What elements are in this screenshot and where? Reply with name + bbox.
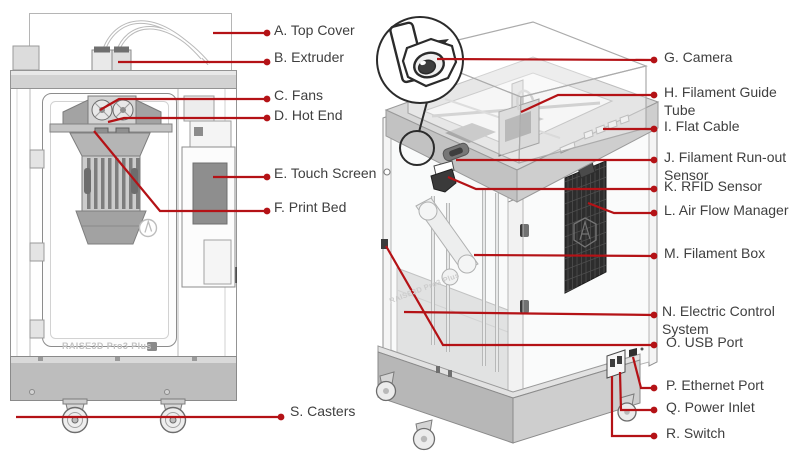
leader-dot-A: [263, 29, 271, 37]
leader-dot-O: [650, 341, 658, 349]
leader-line-R: [610, 376, 654, 438]
camera-callout: [376, 16, 464, 166]
leader-dot-B: [263, 58, 271, 66]
filament-box: [415, 197, 479, 286]
filament-tubes: [101, 20, 211, 66]
leader-dot-G: [650, 56, 658, 64]
printer-base: [10, 356, 237, 401]
usb-port: [381, 239, 388, 249]
leader-dot-C: [263, 95, 271, 103]
iso-base: [377, 345, 644, 444]
leader-line-F: [93, 130, 267, 213]
leader-line-M: [473, 253, 655, 258]
ethernet-port: [629, 348, 637, 357]
model-badge: [147, 342, 157, 351]
power-inlet: [606, 349, 626, 379]
leader-dot-I: [650, 125, 658, 133]
door-hinge: [520, 300, 529, 313]
leader-dot-L: [650, 209, 658, 217]
iso-casters: [375, 371, 637, 451]
leader-dot-R: [650, 432, 658, 440]
magnifier-source-circle: [399, 130, 435, 166]
leader-dot-F: [263, 207, 271, 215]
camera: [389, 21, 458, 88]
leader-dot-Q: [650, 406, 658, 414]
touch-screen: [192, 162, 228, 225]
door-hinge: [29, 242, 45, 262]
leader-line-P: [631, 356, 654, 390]
door-hinge: [29, 319, 45, 339]
door-hinge: [29, 149, 45, 169]
leader-dot-M: [650, 252, 658, 260]
casters: [61, 398, 187, 434]
leader-line-H: [520, 93, 654, 113]
leader-line-K: [447, 175, 654, 191]
isometric-printer: [375, 21, 660, 451]
model-text: RAISE3D Pro3 Plus: [62, 341, 152, 351]
leader-dot-S: [277, 413, 285, 421]
rfid-sensor: [430, 160, 457, 193]
leader-line-C: [99, 97, 267, 111]
leader-line-N: [403, 310, 655, 317]
leader-line-O: [385, 245, 654, 347]
leader-dot-D: [263, 114, 271, 122]
leader-line-L: [587, 201, 654, 215]
raise3d-logo: [138, 218, 158, 238]
front-printer: [10, 13, 237, 434]
print-bed: [69, 132, 151, 245]
leader-line-G: [436, 57, 655, 62]
filament-runout-sensor: [442, 142, 470, 162]
leader-dot-J: [650, 156, 658, 164]
leader-dot-K: [650, 185, 658, 193]
door-hinge: [520, 224, 529, 237]
switch: [610, 359, 615, 367]
leader-dot-E: [263, 173, 271, 181]
leader-line-D: [107, 116, 267, 124]
leader-dot-N: [650, 311, 658, 319]
leader-lines: [16, 29, 658, 440]
leader-dot-H: [650, 91, 658, 99]
leader-line-Q: [618, 371, 654, 412]
leader-dot-P: [650, 384, 658, 392]
